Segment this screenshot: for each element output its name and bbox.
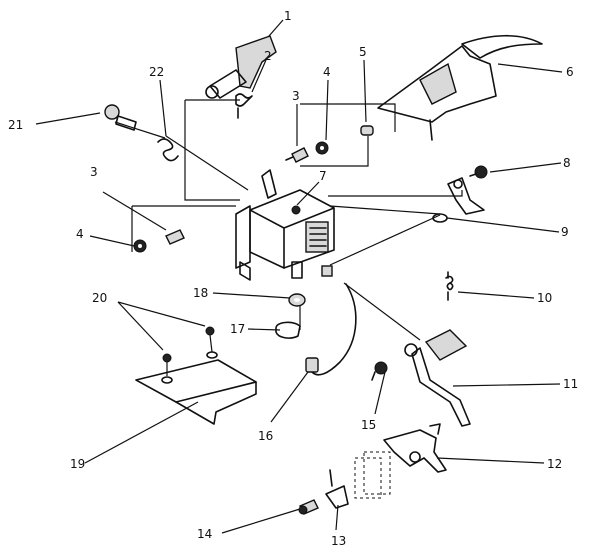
callout-3-upper: 3 bbox=[292, 89, 300, 103]
callout-19: 19 bbox=[70, 457, 85, 471]
callout-2: 2 bbox=[264, 49, 272, 63]
part-12-latch bbox=[383, 423, 447, 473]
part-1-lever bbox=[205, 35, 277, 99]
callout-9: 9 bbox=[561, 225, 569, 239]
part-11-arm bbox=[404, 329, 471, 427]
assembly-lines bbox=[114, 99, 463, 499]
callout-labels: 1 2 3 4 5 6 7 8 9 10 11 12 13 14 15 16 1… bbox=[8, 9, 578, 548]
callout-11: 11 bbox=[563, 377, 578, 391]
callout-3-lower: 3 bbox=[90, 165, 98, 179]
callout-4-upper: 4 bbox=[323, 65, 331, 79]
callout-10: 10 bbox=[537, 291, 552, 305]
part-5-bushing bbox=[360, 125, 374, 136]
part-3-screw-lower bbox=[165, 229, 185, 245]
callout-5: 5 bbox=[359, 45, 367, 59]
callout-4-lower: 4 bbox=[76, 227, 84, 241]
part-2-spring bbox=[235, 93, 253, 119]
part-7-motor-housing bbox=[235, 169, 335, 281]
part-17-clip bbox=[275, 321, 301, 339]
part-15-knob bbox=[371, 361, 388, 381]
part-18-washer bbox=[288, 293, 306, 307]
part-8-knob bbox=[469, 165, 488, 179]
part-9-bracket bbox=[432, 177, 485, 223]
part-19-base-plate bbox=[135, 359, 257, 425]
part-4-nut-lower bbox=[133, 239, 147, 253]
callout-22: 22 bbox=[149, 65, 164, 79]
part-4-nut-upper bbox=[315, 141, 329, 155]
callout-12: 12 bbox=[547, 457, 562, 471]
callout-6: 6 bbox=[566, 65, 574, 79]
callout-13: 13 bbox=[331, 534, 346, 548]
callout-20: 20 bbox=[92, 291, 107, 305]
callout-16: 16 bbox=[258, 429, 273, 443]
part-22-spring bbox=[157, 138, 179, 162]
callout-21: 21 bbox=[8, 118, 23, 132]
part-10-spring bbox=[445, 271, 454, 301]
part-16-wire-lead bbox=[305, 265, 357, 376]
callout-7: 7 bbox=[319, 169, 327, 183]
callout-8: 8 bbox=[563, 156, 571, 170]
part-6-cam-plate bbox=[377, 34, 543, 141]
callout-17: 17 bbox=[230, 322, 245, 336]
part-13-clip bbox=[325, 469, 349, 509]
part-20-screws bbox=[161, 326, 218, 384]
part-3-screw-upper bbox=[285, 147, 309, 163]
part-14-screw bbox=[298, 499, 319, 515]
callout-18: 18 bbox=[193, 286, 208, 300]
callout-14: 14 bbox=[197, 527, 212, 541]
leader-lines bbox=[35, 19, 563, 534]
callout-1: 1 bbox=[284, 9, 292, 23]
callout-15: 15 bbox=[361, 418, 376, 432]
part-21-knob bbox=[104, 104, 137, 131]
